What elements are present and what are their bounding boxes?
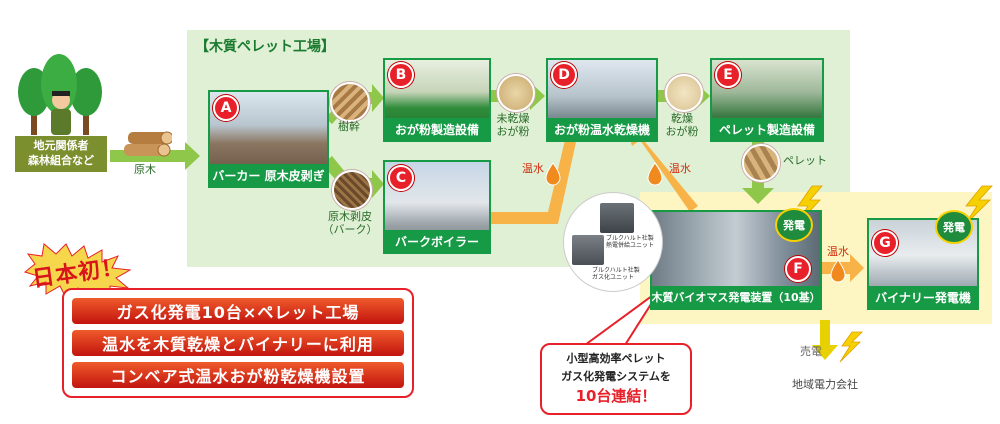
dried-sawdust-label: 乾燥 おが粉 [665, 112, 699, 138]
gasify-unit-label: ブルクハルト社製 ガス化ユニット [592, 267, 640, 281]
hot-water-label-2: 温水 [669, 162, 691, 175]
gasification-units-image: ブルクハルト社製 熱電併給ユニット ブルクハルト社製 ガス化ユニット [563, 192, 663, 292]
company-label: 地域電力会社 [792, 378, 858, 391]
sell-arrow [812, 320, 838, 360]
step-f-label: 木質バイオマス発電装置（10基） [652, 286, 820, 308]
forest-icon [18, 54, 102, 135]
log-pile-icon [124, 131, 172, 157]
step-d-dryer: おが粉温水乾燥機 [546, 58, 658, 142]
bark-image [332, 170, 372, 210]
pellet-image [742, 144, 780, 182]
hot-water-label-3: 温水 [827, 245, 849, 258]
callout-box: 小型高効率ペレット ガス化発電システムを 10台連結！ [540, 343, 692, 415]
step-a-label: バーカー 原木皮剥ぎ [210, 164, 327, 186]
step-d-label: おが粉温水乾燥機 [548, 118, 656, 140]
step-c-bark-boiler: バークボイラー [383, 160, 491, 254]
power-badge-g: 発電 [935, 210, 973, 244]
callout-line-1: 小型高効率ペレット [566, 352, 666, 365]
callout-line-2: ガス化発電システムを [561, 370, 671, 383]
power-badge-f: 発電 [775, 208, 813, 242]
step-f-badge: F [785, 256, 811, 282]
step-e-badge: E [715, 62, 741, 88]
step-g-badge: G [872, 230, 898, 256]
factory-title: 【木質ペレット工場】 [195, 39, 335, 55]
generator-unit [600, 203, 634, 233]
highlights-box: ガス化発電10台×ペレット工場 温水を木質乾燥とバイナリーに利用 コンベア式温水… [62, 288, 414, 398]
undried-sawdust-image [497, 74, 535, 112]
droplets [545, 162, 846, 283]
callout-line-3: 10台連結！ [575, 387, 657, 405]
highlight-3: コンベア式温水おが粉乾燥機設置 [72, 362, 404, 388]
step-g-label: バイナリー発電機 [869, 286, 977, 308]
step-d-badge: D [551, 62, 577, 88]
step-b-label: おが粉製造設備 [385, 118, 489, 140]
bark-label: 原木剥皮 （バーク） [322, 210, 378, 236]
sell-label: 売電 [800, 345, 822, 358]
trunk-image [330, 82, 370, 122]
step-c-badge: C [388, 165, 414, 191]
first-in-japan-burst [23, 243, 132, 301]
step-c-label: バークボイラー [385, 230, 489, 252]
generator-unit-label: ブルクハルト社製 熱電併給ユニット [606, 235, 655, 249]
step-b-badge: B [388, 62, 414, 88]
log-label: 原木 [134, 163, 156, 176]
trunk-label: 樹幹 [338, 120, 360, 133]
hot-water-label-1: 温水 [522, 162, 544, 175]
stakeholder-label: 地元関係者 森林組合など [15, 136, 107, 172]
step-e-label: ペレット製造設備 [712, 118, 822, 140]
highlight-1: ガス化発電10台×ペレット工場 [72, 298, 404, 324]
dried-sawdust-image [665, 74, 703, 112]
step-a-badge: A [213, 95, 239, 121]
pellet-label: ペレット [783, 154, 827, 167]
highlight-2: 温水を木質乾燥とバイナリーに利用 [72, 330, 404, 356]
undried-sawdust-label: 未乾燥 おが粉 [496, 112, 530, 138]
gasifier-unit [572, 235, 604, 265]
stakeholder-group: 地元関係者 森林組合など [15, 50, 107, 172]
